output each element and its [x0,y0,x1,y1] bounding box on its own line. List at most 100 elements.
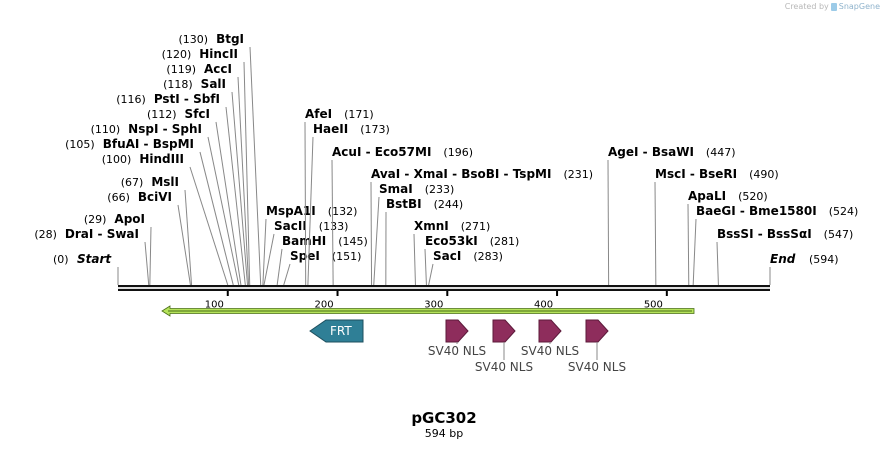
site-position: (29) [84,213,107,226]
plasmid-name: pGC302 [411,409,477,427]
site-connector [144,241,150,286]
site-enzyme-name: MslI [151,175,179,189]
site-enzyme-name: SacI [433,249,461,263]
site-enzyme-name: HindIII [139,152,184,166]
site-connector [263,233,275,286]
site-position: (118) [163,78,193,91]
site-enzyme-name: AgeI - BsaWI [608,145,694,159]
restriction-site: AfeI (171) [304,107,374,286]
site-position: (281) [490,235,520,248]
feature-sv40-nls-label: SV40 NLS [521,344,579,358]
site-position: (120) [162,48,192,61]
feature-sv40-nls-arrow [445,319,469,343]
site-position: (119) [166,63,196,76]
ruler-tick-label: 500 [644,299,663,310]
site-position: (196) [443,146,473,159]
site-enzyme-name: AvaI - XmaI - BsoBI - TspMI [371,167,551,181]
site-enzyme-name: BssSI - BssSαI [717,227,812,241]
site-enzyme-name: DraI - SwaI [65,227,139,241]
site-connector [215,121,242,286]
site-connector [262,218,267,286]
site-position: (231) [563,168,593,181]
site-connector [199,151,234,286]
site-connector [149,226,152,286]
end-position: (594) [809,253,839,266]
site-connector [207,136,240,286]
site-connector [231,91,249,286]
site-position: (145) [338,235,368,248]
site-position: (132) [328,205,358,218]
site-enzyme-name: HincII [199,47,238,61]
ruler-tick-label: 300 [424,299,443,310]
site-enzyme-name: BstBI [386,197,422,211]
site-position: (66) [107,191,130,204]
site-connector [243,61,251,286]
site-connector [607,159,610,286]
end-label: End [770,252,796,266]
restriction-site: ApaLI(520) [687,189,768,286]
site-connector [654,181,657,286]
site-position: (112) [147,108,177,121]
ruler-tick-label: 200 [315,299,334,310]
site-position: (28) [34,228,57,241]
restriction-site: AcuI - Eco57MI(196) [331,145,473,286]
site-position: (233) [425,183,455,196]
site-enzyme-name: BamHI [282,234,326,248]
site-position: (447) [706,146,736,159]
feature-sv40-nls-label: SV40 NLS [428,344,486,358]
ruler-tick-label: 100 [205,299,224,310]
site-enzyme-name: Eco53kI [425,234,478,248]
site-enzyme-name: AfeI [305,107,332,121]
site-connector [428,263,434,286]
site-enzyme-name: BfuAI - BspMI [103,137,194,151]
plasmid-size: 594 bp [424,427,464,440]
site-position: (105) [65,138,95,151]
site-connector [184,189,193,286]
site-connector [237,76,250,286]
site-connector [716,241,719,286]
site-enzyme-name: AccI [204,62,232,76]
site-connector [370,181,373,286]
feature-sv40-nls-arrow [538,319,562,343]
site-connector [373,196,380,286]
site-enzyme-name: SfcI [185,107,210,121]
start-label: Start [77,252,112,266]
feature-sv40-nls-arrow [585,319,609,343]
site-connector [276,248,283,286]
site-position: (244) [434,198,464,211]
site-connector [177,204,191,286]
start-position: (0) [53,253,69,266]
site-connector [424,248,427,286]
site-position: (171) [344,108,374,121]
restriction-site: BstBI (244) [385,197,464,286]
restriction-site: MscI - BseRI(490) [654,167,779,286]
ruler-tick-label: 400 [534,299,553,310]
restriction-site: SacII(133) [263,219,348,286]
site-connector [304,121,307,286]
site-enzyme-name: XmnI [414,219,449,233]
site-enzyme-name: NspI - SphI [128,122,202,136]
site-connector [189,166,229,286]
site-position: (490) [749,168,779,181]
snapgene-logo-icon [830,2,837,11]
restriction-site: SacI(283) [428,249,503,286]
restriction-site: XmnI(271) [413,219,490,286]
site-position: (110) [91,123,121,136]
site-position: (100) [102,153,132,166]
site-connector [249,46,262,286]
restriction-site: BtgI(130) [178,32,262,286]
site-position: (67) [121,176,144,189]
backbone-inner [118,287,770,289]
restriction-site: ApoI(29) [84,212,152,286]
restriction-site: BamHI (145) [276,234,368,286]
site-connector [687,203,690,286]
site-position: (116) [116,93,146,106]
site-connector [225,106,246,286]
site-enzyme-name: BciVI [138,190,172,204]
site-position: (524) [829,205,859,218]
site-connector [307,136,314,286]
restriction-site: BciVI (66) [107,190,191,286]
feature-frt-arrow [309,319,364,343]
